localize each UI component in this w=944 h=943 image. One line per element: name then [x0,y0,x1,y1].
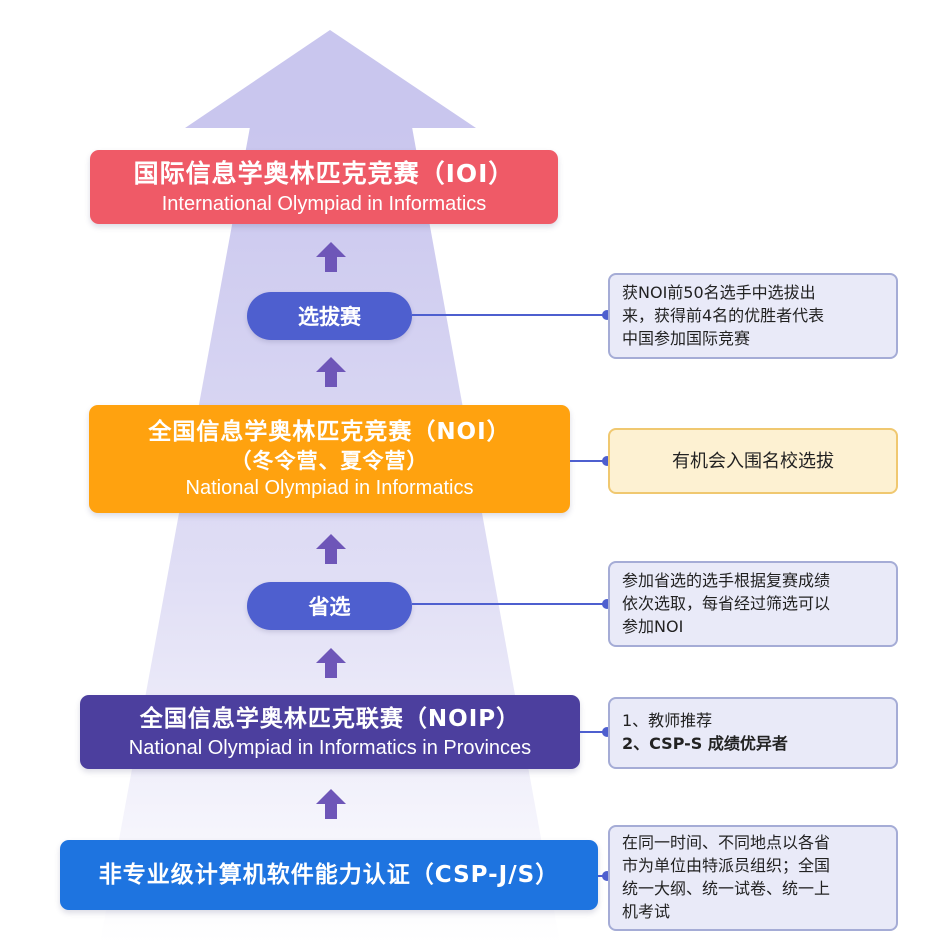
noip-title-en: National Olympiad in Informatics in Prov… [128,737,532,759]
connector-dot [602,599,612,609]
note-line: 依次选取，每省经过筛选可以 [622,594,831,613]
ioi-title-en: International Olympiad in Informatics [161,193,487,215]
provincial-label: 省选 [308,595,351,619]
big-arrow-head [185,30,476,128]
noi-box: 全国信息学奥林匹克竞赛（NOI） （冬令营、夏令营） National Olym… [89,405,570,513]
connector-dot [602,727,612,737]
connector-line [412,314,610,316]
up-arrow-icon [316,648,346,678]
note-selection: 获NOI前50名选手中选拔出 来，获得前4名的优胜者代表 中国参加国际竞赛 [608,273,898,359]
noip-title-zh: 全国信息学奥林匹克联赛（NOIP） [139,706,521,732]
note-line: 机考试 [622,902,671,921]
note-line: 中国参加国际竞赛 [622,329,751,348]
noi-title-en: National Olympiad in Informatics [185,477,474,499]
connector-dot [602,871,612,881]
connector-line [570,460,610,462]
note-noip: 1、教师推荐 2、CSP-S 成绩优异者 [608,697,898,769]
noip-box: 全国信息学奥林匹克联赛（NOIP） National Olympiad in I… [80,695,580,769]
up-arrow-icon [316,789,346,819]
noi-title-zh: 全国信息学奥林匹克竞赛（NOI） [148,419,511,445]
note-noi: 有机会入围名校选拔 [608,428,898,494]
up-arrow-icon [316,242,346,272]
selection-label: 选拔赛 [298,305,361,329]
note-provincial: 参加省选的选手根据复赛成绩 依次选取，每省经过筛选可以 参加NOI [608,561,898,647]
connector-dot [602,456,612,466]
note-line: 参加省选的选手根据复赛成绩 [622,571,831,590]
note-line: 1、教师推荐 [622,711,713,730]
note-csp: 在同一时间、不同地点以各省 市为单位由特派员组织；全国 统一大纲、统一试卷、统一… [608,825,898,931]
note-line: 来，获得前4名的优胜者代表 [622,306,825,325]
selection-pill: 选拔赛 [247,292,412,340]
note-line: 2、CSP-S 成绩优异者 [622,734,788,753]
noi-subtitle-zh: （冬令营、夏令营） [230,449,429,473]
csp-title-zh: 非专业级计算机软件能力认证（CSP-J/S） [98,862,560,888]
ioi-title-zh: 国际信息学奥林匹克竞赛（IOI） [133,159,515,188]
note-line: 获NOI前50名选手中选拔出 [622,283,816,302]
note-line: 参加NOI [622,617,684,636]
csp-box: 非专业级计算机软件能力认证（CSP-J/S） [60,840,598,910]
ioi-box: 国际信息学奥林匹克竞赛（IOI） International Olympiad … [90,150,558,224]
up-arrow-icon [316,357,346,387]
note-line: 在同一时间、不同地点以各省 [622,833,831,852]
connector-line [580,731,610,733]
provincial-pill: 省选 [247,582,412,630]
up-arrow-icon [316,534,346,564]
connector-dot [602,310,612,320]
note-line: 市为单位由特派员组织；全国 [622,856,831,875]
note-line: 有机会入围名校选拔 [672,450,834,472]
note-line: 统一大纲、统一试卷、统一上 [622,879,831,898]
connector-line [412,603,610,605]
